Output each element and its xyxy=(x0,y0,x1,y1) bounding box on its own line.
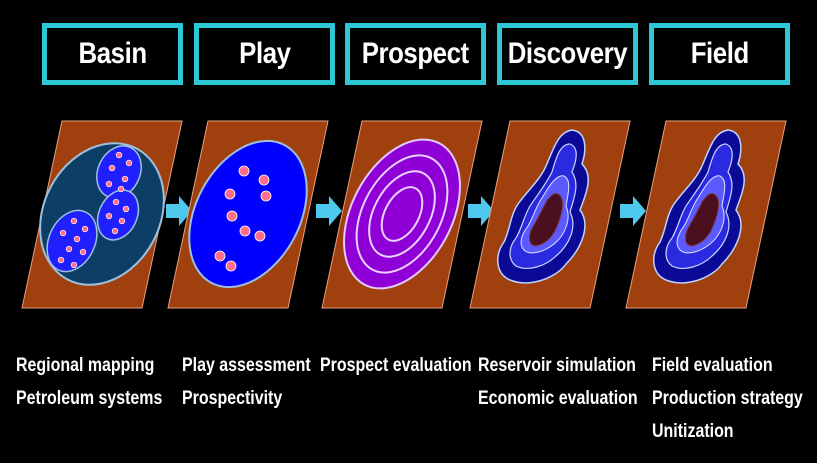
desc-line: Reservoir simulation xyxy=(478,355,636,376)
stage-box-play: Play xyxy=(194,23,335,85)
prospect-map-illustration xyxy=(321,120,483,309)
desc-line: Production strategy xyxy=(652,388,803,409)
stage-box-prospect: Prospect xyxy=(345,23,486,85)
flow-arrow-2 xyxy=(316,196,342,226)
prospect-outline xyxy=(343,138,461,290)
discovery-map-illustration xyxy=(469,120,631,309)
stage-title-play: Play xyxy=(238,37,291,70)
reservoir-core xyxy=(684,193,720,247)
play-cluster-right xyxy=(96,189,140,241)
prospect-contours xyxy=(355,154,449,274)
field-map-illustration xyxy=(625,120,787,309)
prospect-dots xyxy=(57,151,133,269)
stage-title-field: Field xyxy=(690,37,749,70)
stage-title-prospect: Prospect xyxy=(362,37,469,70)
stage-title-discovery: Discovery xyxy=(507,37,628,70)
play-map-illustration xyxy=(167,120,329,309)
play-outline xyxy=(188,139,308,289)
stage-box-discovery: Discovery xyxy=(497,23,638,85)
desc-line: Prospect evaluation xyxy=(320,355,472,376)
desc-line: Unitization xyxy=(652,421,734,442)
desc-line: Play assessment xyxy=(182,355,311,376)
desc-line: Regional mapping xyxy=(16,355,155,376)
desc-line: Prospectivity xyxy=(182,388,283,409)
reservoir-core xyxy=(528,193,564,247)
desc-line: Economic evaluation xyxy=(478,388,638,409)
desc-line: Petroleum systems xyxy=(16,388,163,409)
flow-arrow-1 xyxy=(166,196,192,226)
stage-description-basin: Regional mapping Petroleum systems xyxy=(16,349,162,415)
desc-line: Field evaluation xyxy=(652,355,773,376)
stage-box-basin: Basin xyxy=(42,23,183,85)
stage-description-field: Field evaluation Production strategy Uni… xyxy=(652,349,803,448)
stage-description-discovery: Reservoir simulation Economic evaluation xyxy=(478,349,638,415)
prospect-dots xyxy=(214,165,272,272)
stage-box-field: Field xyxy=(649,23,790,85)
stage-title-basin: Basin xyxy=(78,37,147,70)
stage-description-prospect: Prospect evaluation xyxy=(320,349,472,382)
stage-description-play: Play assessment Prospectivity xyxy=(182,349,311,415)
basin-map-illustration xyxy=(21,120,183,309)
flow-arrow-4 xyxy=(620,196,646,226)
flow-arrow-3 xyxy=(468,196,494,226)
play-cluster-left xyxy=(46,209,98,273)
